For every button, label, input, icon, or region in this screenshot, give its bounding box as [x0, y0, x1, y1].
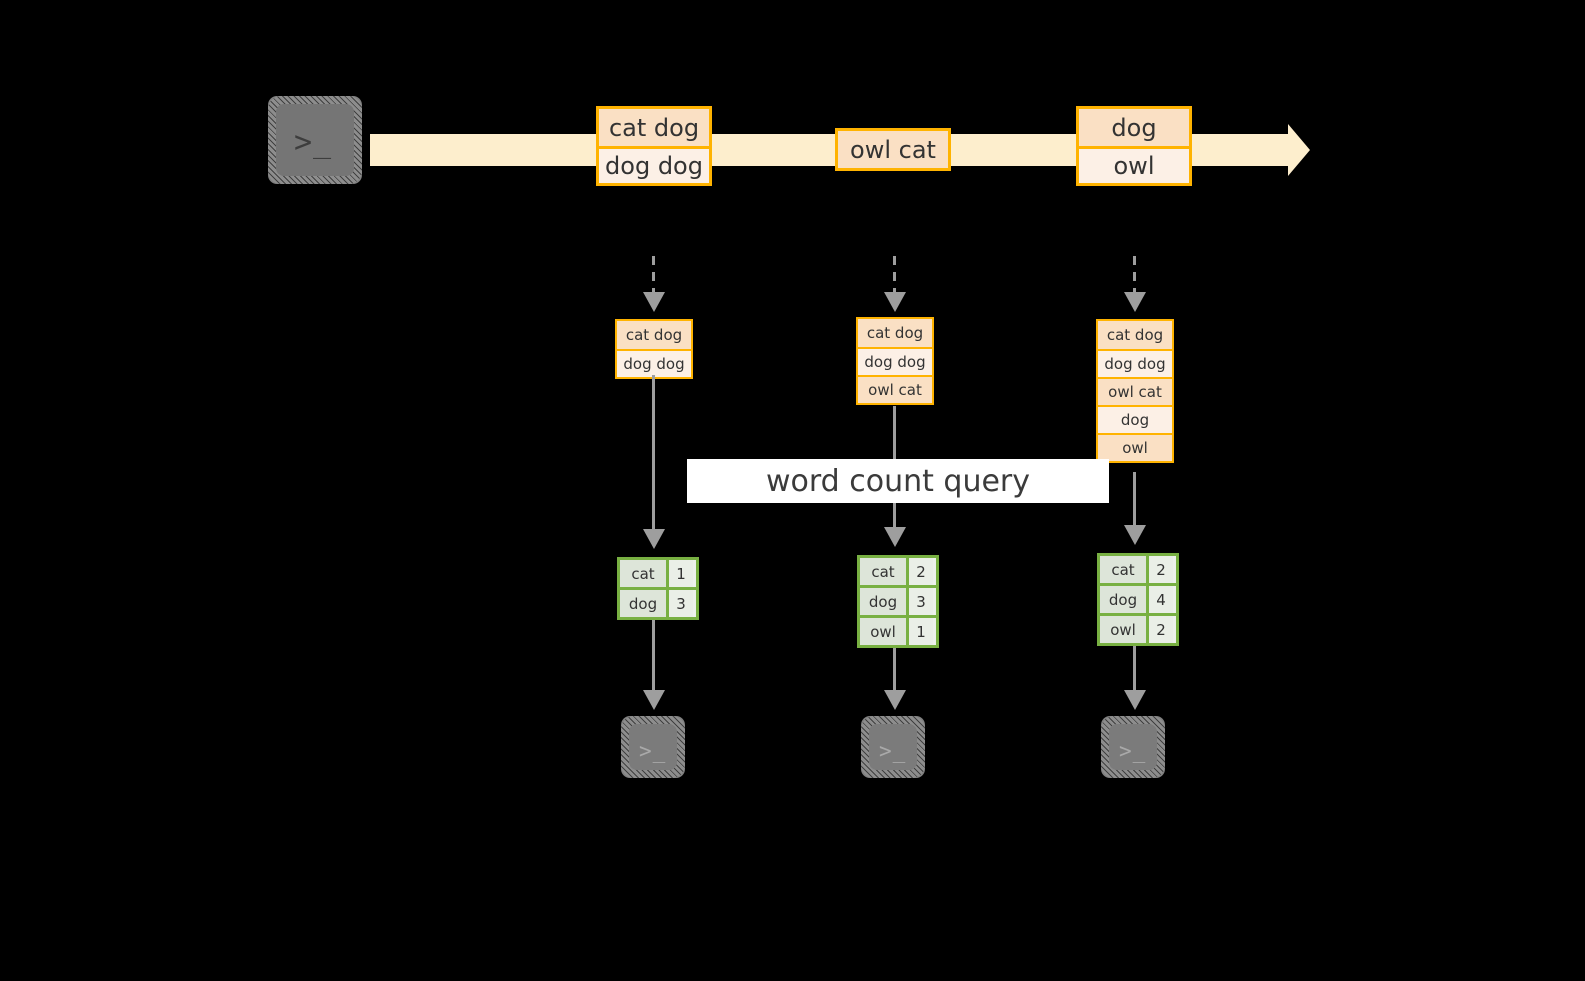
terminal-prompt-glyph: >_	[1119, 739, 1147, 763]
stream-line: owl cat	[838, 131, 948, 168]
result-table-3: cat 2 dog 4 owl 2	[1097, 553, 1179, 646]
query-connector-1	[652, 375, 655, 535]
table-row: cat 2	[860, 558, 936, 585]
result-word: owl	[1100, 616, 1146, 643]
result-count: 2	[1146, 616, 1173, 643]
stream-line: cat dog	[599, 109, 709, 146]
result-table-1: cat 1 dog 3	[617, 557, 699, 620]
accumulated-line: owl cat	[858, 375, 932, 403]
query-connector-3	[1133, 472, 1136, 532]
arrow-down-icon-3	[1124, 525, 1146, 545]
accumulated-batch-2: cat dog dog dog owl cat	[856, 317, 934, 405]
stream-batch-1: cat dog dog dog	[596, 106, 712, 186]
stream-arrow-icon	[1266, 124, 1310, 176]
sink-terminal-icon-2: >_	[861, 716, 925, 778]
result-count: 2	[906, 558, 933, 585]
accumulated-line: cat dog	[617, 321, 691, 349]
sink-connector-3	[1133, 646, 1136, 695]
accumulated-line: dog dog	[1098, 349, 1172, 377]
sink-terminal-icon-3: >_	[1101, 716, 1165, 778]
table-row: dog 3	[860, 585, 936, 615]
result-word: dog	[1100, 586, 1146, 613]
stream-batch-2: owl cat	[835, 128, 951, 171]
accumulated-line: dog dog	[617, 349, 691, 377]
terminal-prompt-glyph: >_	[639, 739, 667, 763]
arrow-down-dashed-icon-3	[1124, 292, 1146, 312]
stream-line: dog	[1079, 109, 1189, 146]
arrow-down-icon-sink-2	[884, 690, 906, 710]
result-count: 1	[666, 560, 693, 587]
arrow-down-dashed-icon-1	[643, 292, 665, 312]
source-terminal-icon: >_	[268, 96, 362, 184]
accumulated-line: cat dog	[1098, 321, 1172, 349]
table-row: cat 2	[1100, 556, 1176, 583]
table-row: dog 3	[620, 587, 696, 617]
arrow-down-icon-sink-3	[1124, 690, 1146, 710]
result-word: dog	[860, 588, 906, 615]
arrow-down-icon-1	[643, 529, 665, 549]
arrow-down-icon-2	[884, 527, 906, 547]
accumulated-line: dog dog	[858, 347, 932, 375]
terminal-screen	[276, 104, 354, 176]
arrow-down-dashed-icon-2	[884, 292, 906, 312]
accumulated-line: owl	[1098, 433, 1172, 461]
result-word: cat	[620, 560, 666, 587]
result-word: cat	[1100, 556, 1146, 583]
sink-connector-1	[652, 620, 655, 695]
arrow-down-icon-sink-1	[643, 690, 665, 710]
result-word: cat	[860, 558, 906, 585]
accumulated-line: owl cat	[1098, 377, 1172, 405]
terminal-prompt-glyph: >_	[294, 125, 333, 160]
stream-line: dog dog	[599, 146, 709, 183]
accumulated-line: cat dog	[858, 319, 932, 347]
accumulated-batch-1: cat dog dog dog	[615, 319, 693, 379]
table-row: cat 1	[620, 560, 696, 587]
dashed-connector-1	[652, 256, 655, 296]
table-row: dog 4	[1100, 583, 1176, 613]
stream-line: owl	[1079, 146, 1189, 183]
result-count: 4	[1146, 586, 1173, 613]
result-word: owl	[860, 618, 906, 645]
sink-terminal-icon-1: >_	[621, 716, 685, 778]
dashed-connector-3	[1133, 256, 1136, 296]
result-count: 2	[1146, 556, 1173, 583]
stream-batch-3: dog owl	[1076, 106, 1192, 186]
result-count: 3	[906, 588, 933, 615]
dashed-connector-2	[893, 256, 896, 296]
table-row: owl 1	[860, 615, 936, 645]
table-row: owl 2	[1100, 613, 1176, 643]
result-count: 3	[666, 590, 693, 617]
result-word: dog	[620, 590, 666, 617]
terminal-screen	[1109, 724, 1157, 770]
terminal-screen	[629, 724, 677, 770]
word-count-query-label: word count query	[687, 459, 1109, 503]
terminal-screen	[869, 724, 917, 770]
result-table-2: cat 2 dog 3 owl 1	[857, 555, 939, 648]
result-count: 1	[906, 618, 933, 645]
accumulated-line: dog	[1098, 405, 1172, 433]
accumulated-batch-3: cat dog dog dog owl cat dog owl	[1096, 319, 1174, 463]
sink-connector-2	[893, 648, 896, 695]
terminal-prompt-glyph: >_	[879, 739, 907, 763]
